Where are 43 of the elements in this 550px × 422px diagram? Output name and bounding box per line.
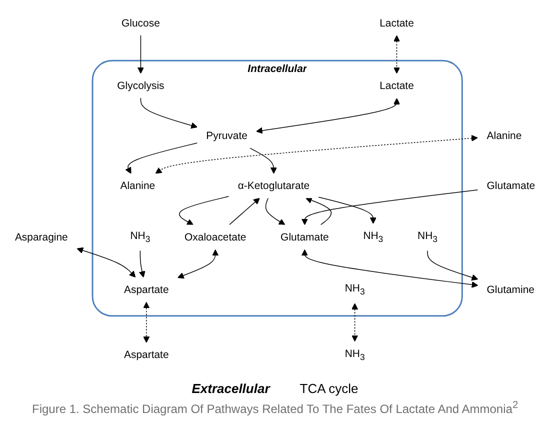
arrow xyxy=(228,198,260,226)
cycle-label: TCA cycle xyxy=(300,381,358,396)
arrow xyxy=(318,196,376,224)
arrow xyxy=(179,196,230,226)
node-text: Aspartate xyxy=(124,348,169,360)
node-text: Lactate xyxy=(380,16,414,29)
arrow xyxy=(256,98,400,134)
arrow xyxy=(76,247,136,278)
arrow xyxy=(250,148,277,174)
node-text: NH$_{3}$ xyxy=(344,282,365,297)
node-text: Pyruvate xyxy=(206,129,248,142)
node-text: α-Ketoglutarate xyxy=(238,179,310,192)
arrow xyxy=(427,250,478,281)
node-text: Glucose xyxy=(122,16,160,29)
node-text: Glutamine xyxy=(486,283,534,296)
node-text: Oxaloacetate xyxy=(184,230,246,243)
node-text: NH$_{3}$ xyxy=(418,230,438,244)
arrow xyxy=(393,35,400,74)
arrow xyxy=(143,302,150,343)
node-text: Glycolysis xyxy=(117,79,164,92)
figure-caption: Figure 1. Schematic Diagram Of Pathways Related To The Fates Of Lactate And Ammonia$^{2}$ xyxy=(30,400,520,416)
node-text: NH$_{3}$ xyxy=(130,230,150,244)
arrow xyxy=(352,303,358,342)
arrow xyxy=(125,142,198,174)
arrow xyxy=(306,197,332,226)
node-text: Alanine xyxy=(486,129,522,142)
node-text: Lactate xyxy=(380,79,414,92)
node-text: Glutamate xyxy=(280,230,329,243)
arrow xyxy=(177,249,219,279)
region-label: Extracellular xyxy=(192,381,270,396)
arrow xyxy=(155,134,478,174)
node-text: NH$_{3}$ xyxy=(363,230,384,244)
node-text: Glutamate xyxy=(486,179,536,192)
arrow xyxy=(140,98,198,129)
node-text: Alanine xyxy=(120,179,156,192)
node-text: Aspartate xyxy=(124,283,169,296)
arrow xyxy=(265,198,286,226)
node-text: Asparagine xyxy=(14,230,68,243)
arrow xyxy=(137,34,144,74)
arrow xyxy=(138,250,146,278)
arrow xyxy=(301,189,478,226)
node-text: NH$_{3}$ xyxy=(344,347,365,362)
arrow xyxy=(301,249,478,288)
